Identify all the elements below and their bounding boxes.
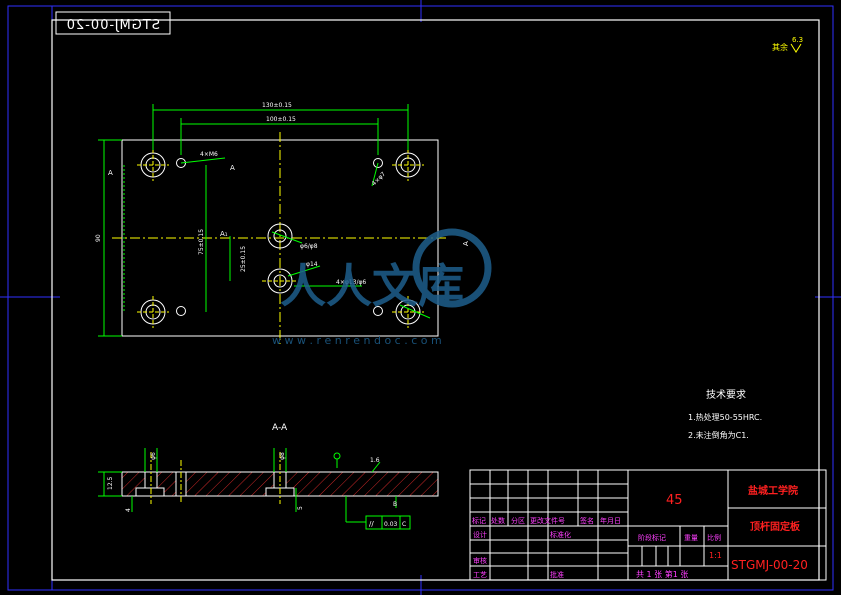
dim-top-left: φ6 — [150, 452, 157, 460]
note-hole-top: 4×M6 — [200, 151, 218, 158]
watermark-url: w w w . r e n r e n d o c . c o m — [272, 334, 442, 347]
tolerance-symbol: // — [369, 520, 374, 528]
dim-height: 90 — [95, 234, 102, 242]
hole-top-right — [392, 149, 424, 181]
tech-title: 技术要求 — [706, 388, 746, 401]
row-approve: 批准 — [550, 570, 564, 579]
section-mark-center: A₁ — [220, 230, 228, 238]
row-std: 标准化 — [550, 530, 571, 539]
header-label-1: 处数 — [491, 516, 505, 525]
dim-outer-span: 130±0.15 — [262, 102, 292, 109]
center-holes — [262, 223, 298, 294]
header-label-3: 更改文件号 — [530, 516, 565, 525]
title-block-text: 45 盐城工学院 顶杆固定板 STGMJ-00-20 标记 处数 分区 更改文件… — [472, 484, 808, 579]
datum-label: B — [393, 501, 397, 508]
part-name: 顶杆固定板 — [750, 520, 801, 533]
watermark: 人人文库 w w w . r e n r e n d o c . c o m — [272, 228, 492, 347]
header-label-0: 标记 — [472, 516, 486, 525]
section-mark-left: A — [108, 169, 113, 177]
stage-label: 阶段标记 — [638, 533, 666, 542]
roughness-label: 其余 — [772, 42, 788, 52]
dim-top-mid: φ8 — [279, 452, 286, 460]
row-design: 设计 — [473, 530, 487, 539]
hole-bottom-left — [137, 296, 169, 328]
title-block — [469, 469, 827, 581]
tolerance-value: 0.03 — [384, 521, 398, 528]
tech-item-1: 1.热处理50-55HRC. — [688, 412, 762, 422]
plan-dimensions — [98, 104, 431, 337]
drawing-number: STGMJ-00-20 — [731, 558, 808, 572]
roughness-top: 1.6 — [370, 457, 380, 464]
header-label-4: 签名 — [580, 516, 594, 525]
tapped-holes — [176, 158, 383, 316]
plan-view: 130±0.15 100±0.15 90 75±0.15 25±0.15 4×M… — [95, 102, 470, 344]
row-review: 审核 — [473, 556, 487, 565]
school-name: 盐城工学院 — [748, 484, 798, 497]
header-label-5: 年月日 — [600, 516, 621, 525]
section-mark-right: A — [462, 241, 470, 246]
dim-inner-span: 100±0.15 — [266, 116, 296, 123]
dim-thickness: 12.5 — [107, 476, 114, 490]
dim-vertical: 75±0.15 — [198, 229, 205, 255]
note-center-upper: φ6/φ8 — [300, 243, 318, 250]
section-view: A-A — [98, 423, 439, 530]
weight-label: 重量 — [684, 534, 698, 542]
sheet-info: 共 1 张 第1 张 — [636, 569, 688, 579]
note-center-lower: 4×φ13/φ6 — [336, 279, 366, 286]
dim-small: 5 — [297, 506, 304, 510]
scale-label: 比例 — [707, 533, 721, 542]
mirrored-drawing-number: STGMJ-00-20 — [55, 11, 171, 35]
section-mark-top: A — [230, 164, 235, 172]
note-center-mid: φ14 — [306, 261, 318, 268]
header-label-2: 分区 — [511, 516, 525, 525]
scale-value: 1:1 — [709, 551, 722, 560]
roughness-value: 6.3 — [792, 36, 803, 44]
dim-center-gap: 25±0.15 — [240, 246, 247, 272]
hole-top-left — [137, 149, 169, 181]
section-title: A-A — [272, 423, 288, 433]
dim-left: 4 — [125, 508, 132, 512]
material: 45 — [666, 493, 683, 508]
tech-requirements: 技术要求 1.热处理50-55HRC. 2.未注倒角为C1. — [688, 388, 762, 440]
mirrored-number-text: STGMJ-00-20 — [66, 18, 160, 33]
roughness-note: 其余 6.3 — [772, 36, 803, 53]
note-hole-counterbore: 4×φ7 — [370, 171, 387, 188]
row-process: 工艺 — [473, 571, 487, 579]
hole-bottom-right — [392, 296, 424, 328]
tech-item-2: 2.未注倒角为C1. — [688, 430, 749, 440]
watermark-text: 人人文库 — [280, 259, 464, 313]
tolerance-datum: C — [402, 521, 406, 528]
